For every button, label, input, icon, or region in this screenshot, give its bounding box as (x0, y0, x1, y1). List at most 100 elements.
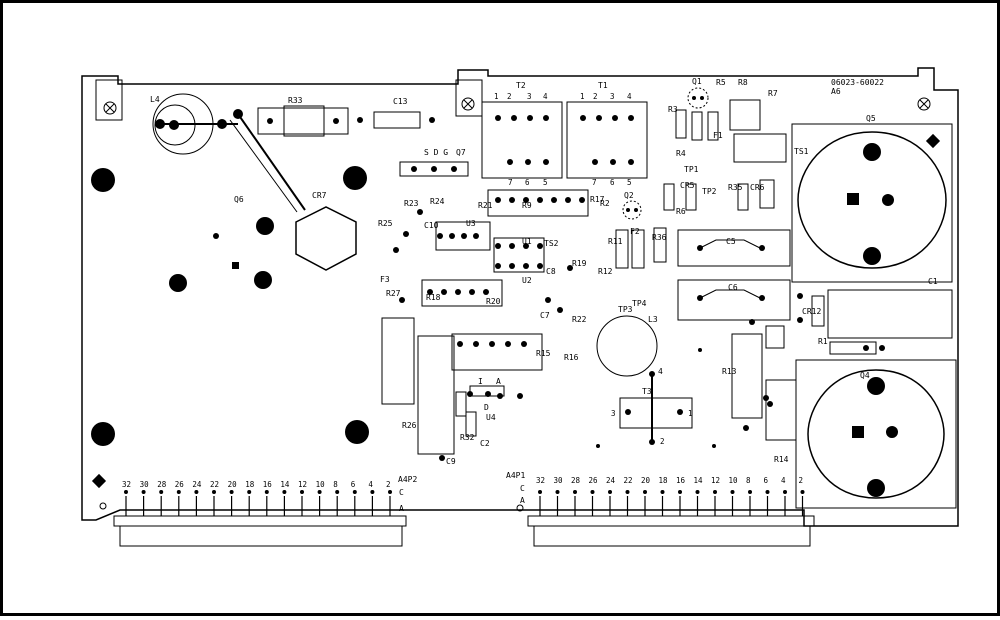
label-R9: R9 (522, 201, 532, 210)
left-connector-pin-pad (388, 490, 392, 494)
T2-pin-labels: 1 2 3 4 7 6 5 (494, 92, 548, 187)
label-R3: R3 (668, 105, 678, 114)
right-connector-row-a: A (520, 496, 525, 505)
right-connector-pin-label: 20 (641, 476, 651, 485)
board-id: A6 (831, 87, 841, 96)
svg-text:1: 1 (580, 92, 585, 101)
R33-resistor (257, 105, 349, 137)
label-C8: C8 (546, 267, 556, 276)
C5-capacitor (677, 229, 791, 267)
label-R33: R33 (288, 96, 303, 105)
C6-capacitor (677, 279, 791, 321)
Q5-power-transistor (791, 123, 953, 283)
R13-R14-resistors (731, 325, 797, 441)
label-C2: C2 (480, 439, 490, 448)
label-R2: R2 (600, 199, 610, 208)
right-connector-pin-pad (783, 490, 787, 494)
label-Q5: Q5 (866, 114, 876, 123)
right-connector-pin-pad (765, 490, 770, 494)
label-R25: R25 (378, 219, 393, 228)
left-connector-pin-label: 10 (316, 480, 326, 489)
orientation-marker (91, 473, 107, 489)
left-connector-row-c: C (399, 488, 404, 497)
left-connector-pin-label: 8 (333, 480, 338, 489)
C1-capacitor (797, 289, 953, 339)
mounting-holes (91, 166, 369, 446)
right-connector-pin-pad (608, 490, 612, 494)
label-R12: R12 (598, 267, 613, 276)
label-R6: R6 (676, 207, 686, 216)
Q4-power-transistor (795, 359, 957, 509)
label-R21: R21 (478, 201, 493, 210)
T3-transformer (619, 397, 693, 429)
label-R15: R15 (536, 349, 551, 358)
drawing-number: 06023-60022 (831, 78, 884, 87)
left-connector-pin-pad (212, 490, 216, 494)
label-R32: R32 (460, 433, 475, 442)
label-C10: C10 (424, 221, 439, 230)
label-I: I (478, 377, 483, 386)
left-connector-pin-pad (159, 490, 164, 494)
left-connector-pin-label: 26 (175, 480, 185, 489)
left-connector-pin-pad (141, 490, 146, 494)
svg-text:3: 3 (527, 92, 532, 101)
label-R22: R22 (572, 315, 587, 324)
board-outline (81, 67, 959, 527)
label-T2: T2 (516, 81, 526, 90)
label-R1: R1 (818, 337, 828, 346)
left-connector-pin-label: 32 (122, 480, 131, 489)
right-connector-pin-label: 26 (589, 476, 599, 485)
label-L4: L4 (150, 95, 160, 104)
label-CR6: CR6 (750, 183, 765, 192)
CR7-diode (295, 206, 357, 271)
svg-text:4: 4 (627, 92, 632, 101)
left-connector-pin-pad (247, 490, 252, 494)
svg-text:4: 4 (543, 92, 548, 101)
left-connector-row-a: A (399, 504, 404, 513)
right-connector-pin-pad (713, 490, 717, 494)
right-connector-pin-label: 28 (571, 476, 581, 485)
svg-text:6: 6 (525, 178, 530, 187)
Q1-transistor (687, 87, 709, 109)
right-connector-pin-label: 18 (659, 476, 669, 485)
label-C5: C5 (726, 237, 736, 246)
label-Q4: Q4 (860, 371, 870, 380)
resistors-right (615, 99, 787, 269)
left-connector-pin-pad (370, 490, 375, 494)
right-connector-pin-pad (555, 490, 560, 494)
mounting-screws (95, 79, 931, 121)
svg-text:5: 5 (543, 178, 548, 187)
label-TS2: TS2 (544, 239, 559, 248)
label-C6: C6 (728, 283, 738, 292)
label-R4: R4 (676, 149, 686, 158)
label-R5: R5 (716, 78, 726, 87)
label-CR7: CR7 (312, 191, 327, 200)
label-TP3: TP3 (618, 305, 633, 314)
label-R27: R27 (386, 289, 401, 298)
right-connector-pin-label: 12 (711, 476, 720, 485)
svg-text:3: 3 (610, 92, 615, 101)
label-R24: R24 (430, 197, 445, 206)
right-connector-pin-pad (695, 490, 700, 494)
svg-text:2: 2 (593, 92, 598, 101)
label-C1: C1 (928, 277, 938, 286)
label-U4: U4 (486, 413, 496, 422)
right-connector-pin-pad (660, 490, 665, 494)
svg-text:5: 5 (627, 178, 632, 187)
label-F2: F2 (630, 227, 640, 236)
svg-text:6: 6 (610, 178, 615, 187)
label-F3: F3 (380, 275, 390, 284)
label-R8: R8 (738, 78, 748, 87)
label-U3: U3 (466, 219, 476, 228)
L3-coil (596, 315, 658, 445)
label-Q1: Q1 (692, 77, 702, 86)
label-R16: R16 (564, 353, 579, 362)
left-connector-pin-label: 12 (298, 480, 307, 489)
left-connector-pin-label: 14 (280, 480, 290, 489)
label-R13: R13 (722, 367, 737, 376)
right-connector-pin-pad (643, 490, 647, 494)
resistor-bank-upper (381, 189, 589, 455)
